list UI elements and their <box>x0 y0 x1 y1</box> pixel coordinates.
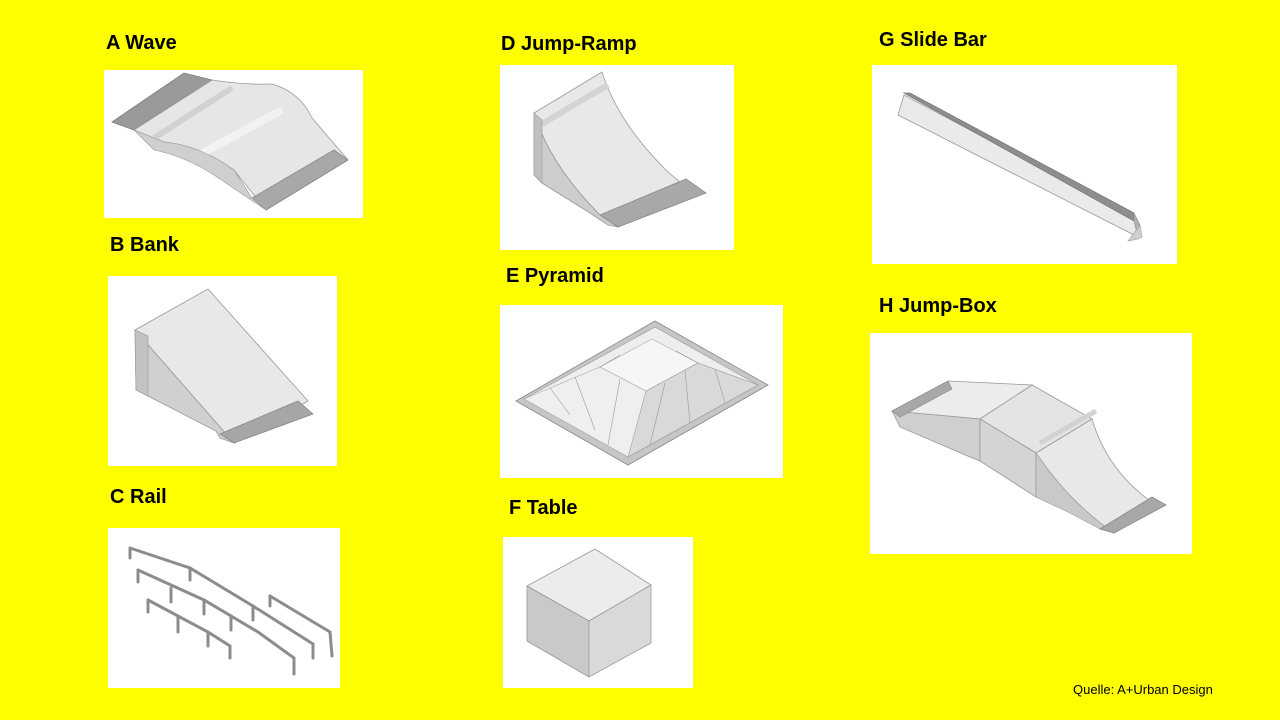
jump-box-illustration <box>870 333 1192 554</box>
table-illustration <box>503 537 693 688</box>
wave-illustration <box>104 70 363 218</box>
label-slide-bar: G Slide Bar <box>879 29 987 51</box>
label-bank: B Bank <box>110 234 179 256</box>
label-jump-box: H Jump-Box <box>879 295 997 317</box>
label-rail: C Rail <box>110 486 167 508</box>
pyramid-illustration <box>500 305 783 478</box>
label-table: F Table <box>509 497 578 519</box>
label-wave: A Wave <box>106 32 177 54</box>
slide-bar-illustration <box>872 65 1177 264</box>
label-pyramid: E Pyramid <box>506 265 604 287</box>
rail-illustration <box>108 528 340 688</box>
source-credit: Quelle: A+Urban Design <box>1073 682 1213 697</box>
bank-illustration <box>108 276 337 466</box>
label-jump-ramp: D Jump-Ramp <box>501 33 637 55</box>
jump-ramp-illustration <box>500 65 734 250</box>
